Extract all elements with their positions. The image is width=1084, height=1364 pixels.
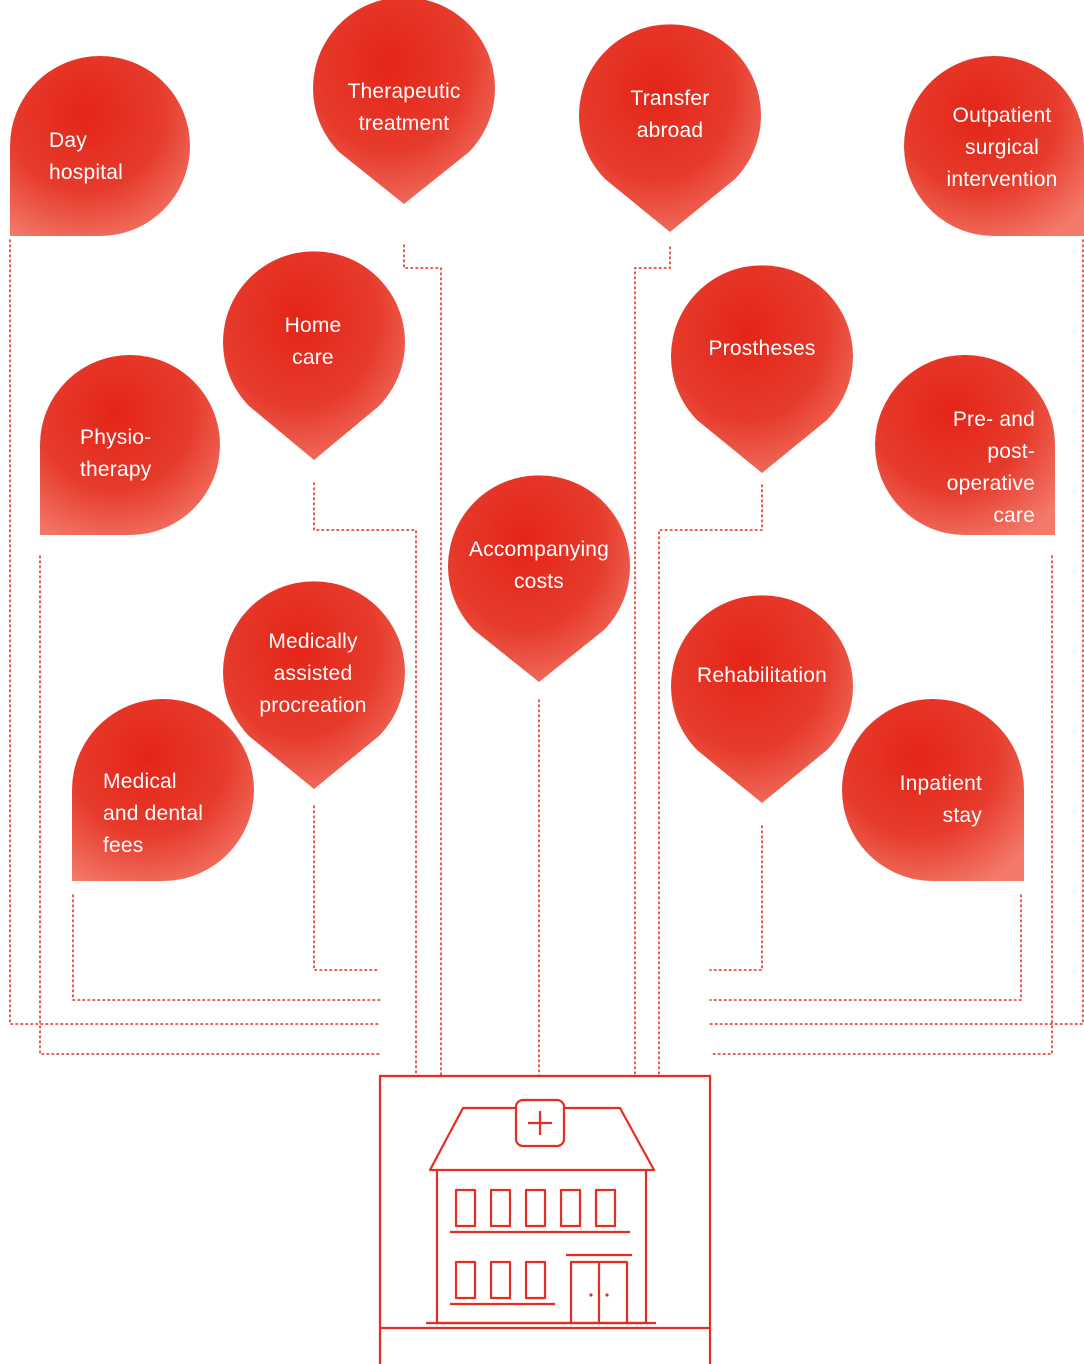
connector-day-hospital [9,239,381,1025]
hospital-frame [378,1074,712,1364]
pin-procreation [223,581,406,789]
pin-transfer-abroad [579,24,762,232]
pin-shapes [10,0,1084,881]
pin-pre-post-op [875,355,1055,535]
connector-rehabilitation [709,825,763,971]
pin-label-physiotherapy: Physio-therapy [80,426,152,481]
pin-outpatient [903,56,1084,237]
connector-transfer-abroad [634,246,671,1077]
connector-lines [9,239,1084,1077]
connector-inpatient [709,894,1022,1001]
pin-rehabilitation [671,595,853,803]
pin-label-rehabilitation: Rehabilitation [696,664,828,687]
pin-day-hospital [10,56,190,236]
pin-physiotherapy [40,355,220,535]
pin-medical-fees [72,699,254,881]
pin-prostheses [671,265,854,473]
connector-outpatient [709,239,1084,1025]
pin-home-care [223,251,406,460]
connector-pre-post-op [709,555,1053,1055]
pin-inpatient [842,699,1024,881]
pin-accompanying [448,475,631,682]
connector-therapeutic [403,244,442,1077]
connector-prostheses [658,484,763,1077]
pin-label-prostheses: Prostheses [708,337,816,360]
connector-physiotherapy [39,555,381,1055]
connector-procreation [313,805,381,971]
connector-home-care [313,482,417,1077]
hospital-building-icon [426,1098,656,1325]
pin-therapeutic-treatment [313,0,495,204]
connector-medical-dental-fees [72,894,381,1001]
